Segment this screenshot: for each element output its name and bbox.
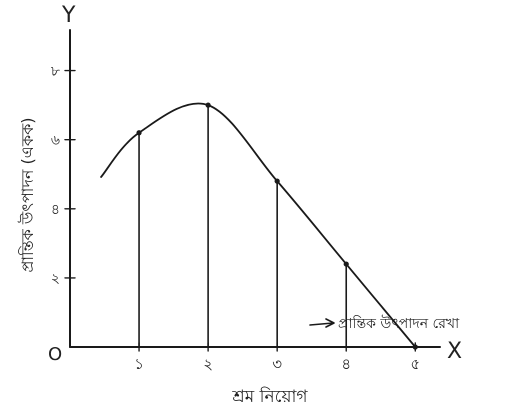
origin-label: O bbox=[48, 344, 62, 365]
data-point bbox=[136, 130, 142, 136]
marks-layer bbox=[100, 102, 418, 350]
ticks-layer: ১ ২ ৩ ৪ ৫ ২ ৪ ৬ ৮ bbox=[51, 64, 420, 373]
data-point bbox=[343, 261, 349, 267]
x-tick-label: ১ bbox=[134, 355, 144, 373]
y-tick-label: ৬ bbox=[51, 133, 60, 149]
x-tick-label: ৫ bbox=[410, 355, 420, 373]
x-tick-label: ৪ bbox=[341, 355, 351, 373]
x-axis-letter: X bbox=[447, 339, 462, 364]
marginal-product-curve bbox=[100, 102, 417, 348]
data-point bbox=[412, 344, 418, 350]
data-point bbox=[274, 178, 280, 184]
y-tick-label: ৪ bbox=[51, 202, 60, 218]
x-tick-label: ২ bbox=[203, 355, 213, 373]
y-axis-label: প্রান্তিক উৎপাদন (একক) bbox=[18, 117, 37, 272]
annotation-arrow bbox=[309, 322, 334, 326]
y-tick-label: ২ bbox=[51, 271, 60, 287]
annotation-text: প্রান্তিক উৎপাদন রেখা bbox=[338, 315, 460, 332]
y-tick-label: ৮ bbox=[51, 64, 60, 80]
x-tick-label: ৩ bbox=[272, 355, 282, 373]
x-axis-label: শ্রম নিয়োগ bbox=[231, 386, 308, 407]
annotation-arrowhead bbox=[325, 318, 335, 328]
data-point bbox=[205, 102, 211, 108]
y-axis-letter: Y bbox=[61, 3, 76, 28]
curve-annotation: প্রান্তিক উৎপাদন রেখা bbox=[309, 315, 460, 332]
